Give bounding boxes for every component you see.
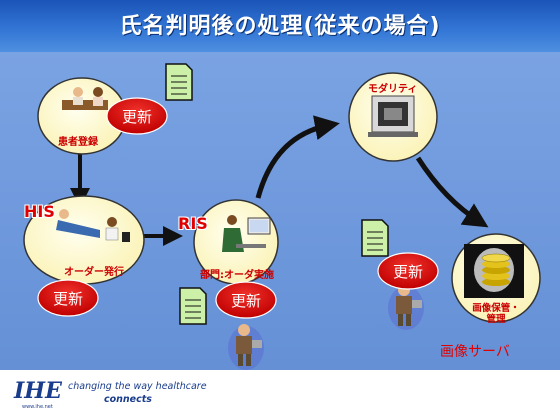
dept-order-execution-label: 部門:オーダ実施 (200, 270, 274, 281)
svg-text:更新: 更新 (231, 292, 261, 310)
ris-workstation-illustration (222, 215, 271, 252)
svg-text:更新: 更新 (122, 108, 152, 126)
order-issue-label: オーダー発行 (64, 267, 124, 278)
modality-label: モダリティ (368, 84, 418, 95)
modality-illustration (368, 95, 418, 137)
footer-connects: connects (104, 394, 152, 405)
svg-text:更新: 更新 (53, 290, 83, 308)
footer-tagline: changing the way healthcare (68, 381, 207, 392)
ihe-logo: IHE (14, 378, 62, 404)
patient-registration-label: 患者登録 (58, 137, 98, 148)
slide-title: 氏名判明後の処理(従来の場合) (119, 14, 441, 39)
order-illustration (56, 209, 130, 242)
image-storage-label: 画像保管・ 管理 (472, 303, 520, 325)
update-badge: 更新 (106, 97, 168, 135)
update-badge: 更新 (215, 281, 277, 319)
ris-label: RIS (178, 214, 208, 233)
image-storage-illustration (464, 244, 524, 298)
arrow-ris-to-modality (255, 115, 340, 199)
registration-illustration (62, 87, 108, 110)
document-icon (179, 287, 207, 325)
document-icon (361, 219, 389, 257)
update-badge: 更新 (37, 279, 99, 317)
his-label: HIS (24, 202, 55, 221)
document-icon (165, 63, 193, 101)
worker-figure-icon (228, 324, 264, 370)
title-bar (0, 0, 560, 52)
svg-text:更新: 更新 (393, 263, 423, 281)
footer (0, 370, 560, 420)
update-badge: 更新 (377, 252, 439, 290)
footer-url: www.ihe.net (22, 404, 53, 410)
image-server-label: 画像サーバ (440, 344, 510, 360)
worker-figure-icon (388, 284, 424, 330)
arrow-modality-to-storage (415, 156, 489, 228)
